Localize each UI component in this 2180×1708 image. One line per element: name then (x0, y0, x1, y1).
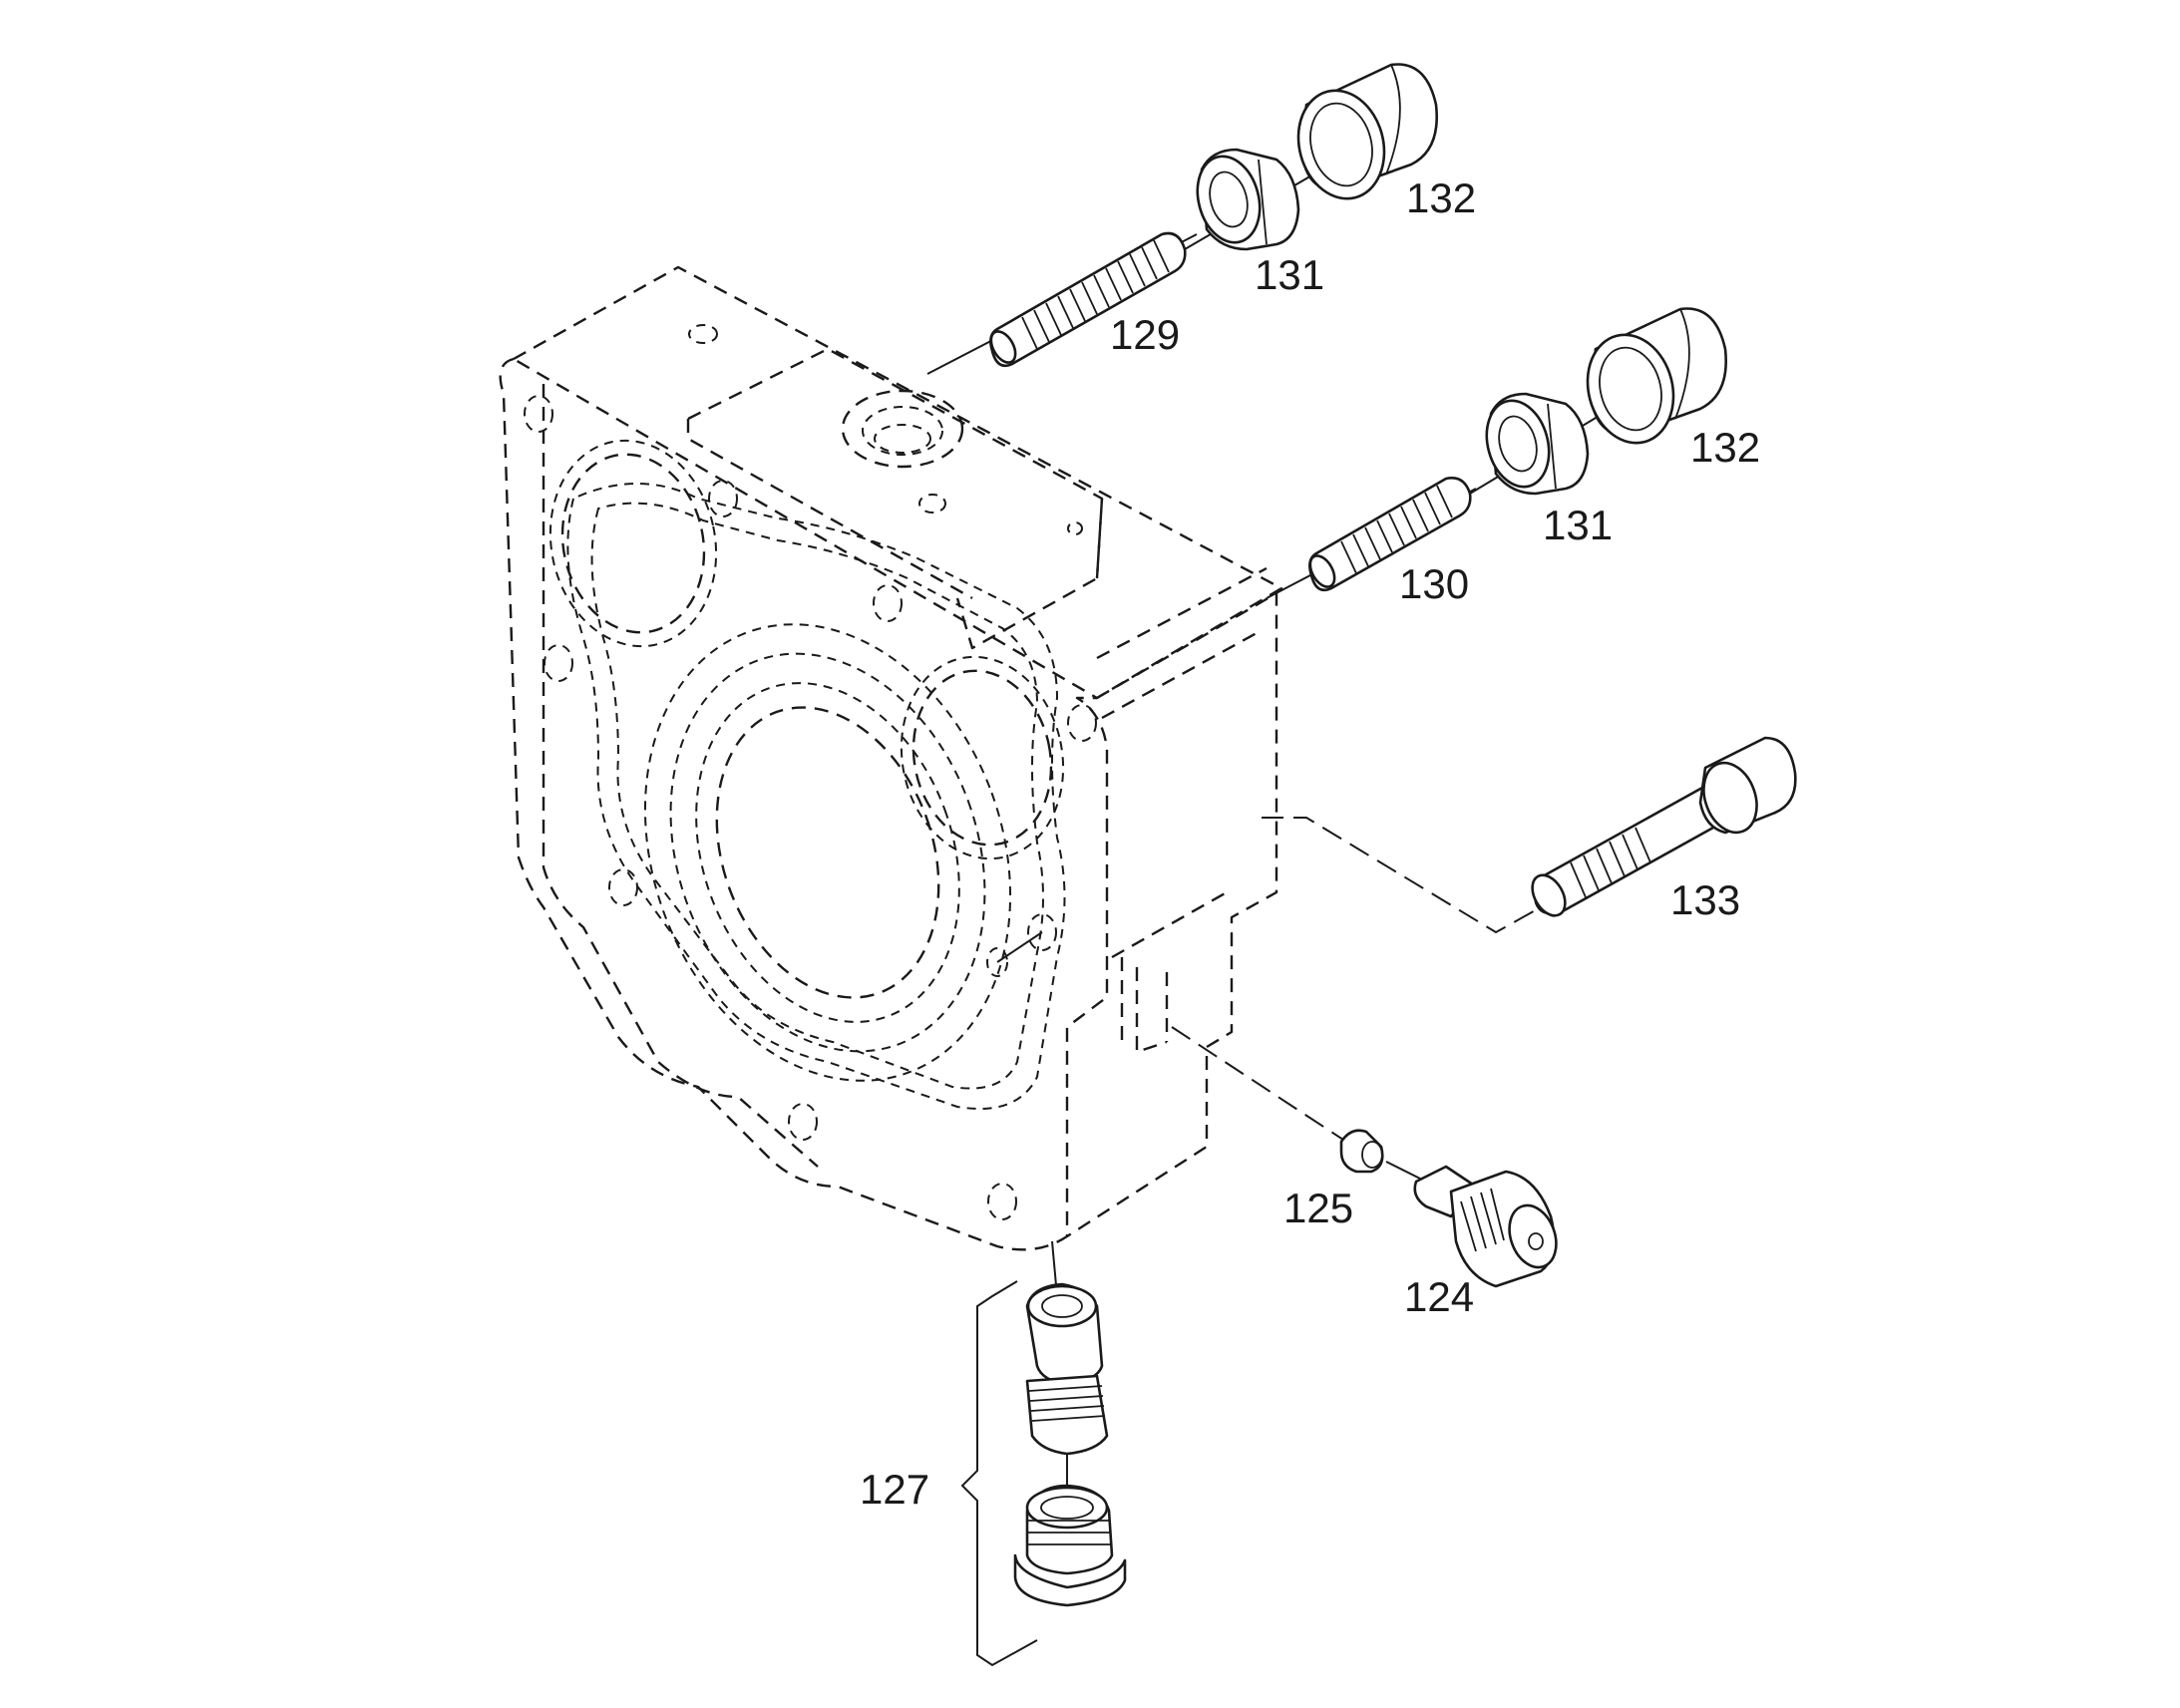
label-124: 124 (1404, 1273, 1474, 1320)
label-129: 129 (1110, 311, 1180, 358)
part-127-valve-assembly (960, 1240, 1127, 1667)
label-132-upper: 132 (1406, 174, 1476, 221)
flange-bolt-holes (524, 395, 1097, 1220)
housing-top-holes (688, 324, 1083, 535)
part-125-plug (1171, 1026, 1384, 1174)
part-131-nut-lower (1469, 392, 1636, 496)
housing-body (499, 265, 1283, 1251)
part-132-cap-upper (1296, 63, 1438, 200)
label-131-lower: 131 (1543, 502, 1613, 548)
part-130-threaded-pin (1266, 477, 1477, 599)
leader-133-inner (996, 931, 1043, 963)
housing-channel (566, 483, 1066, 1110)
label-127: 127 (860, 1466, 929, 1513)
part-129-threaded-pin (926, 231, 1198, 375)
label-132-lower: 132 (1690, 424, 1760, 471)
label-130: 130 (1399, 560, 1469, 607)
part-124-valve (1385, 1161, 1558, 1288)
label-125: 125 (1283, 1185, 1353, 1231)
callout-labels: 132 131 129 132 131 130 133 125 124 127 (860, 174, 1760, 1513)
part-132-cap-lower (1586, 307, 1727, 445)
housing-bores (548, 439, 1065, 1082)
label-131-upper: 131 (1255, 251, 1324, 298)
part-131-nut-upper (1184, 148, 1357, 251)
part-133-cap-screw (1262, 736, 1797, 934)
label-133: 133 (1670, 876, 1740, 923)
